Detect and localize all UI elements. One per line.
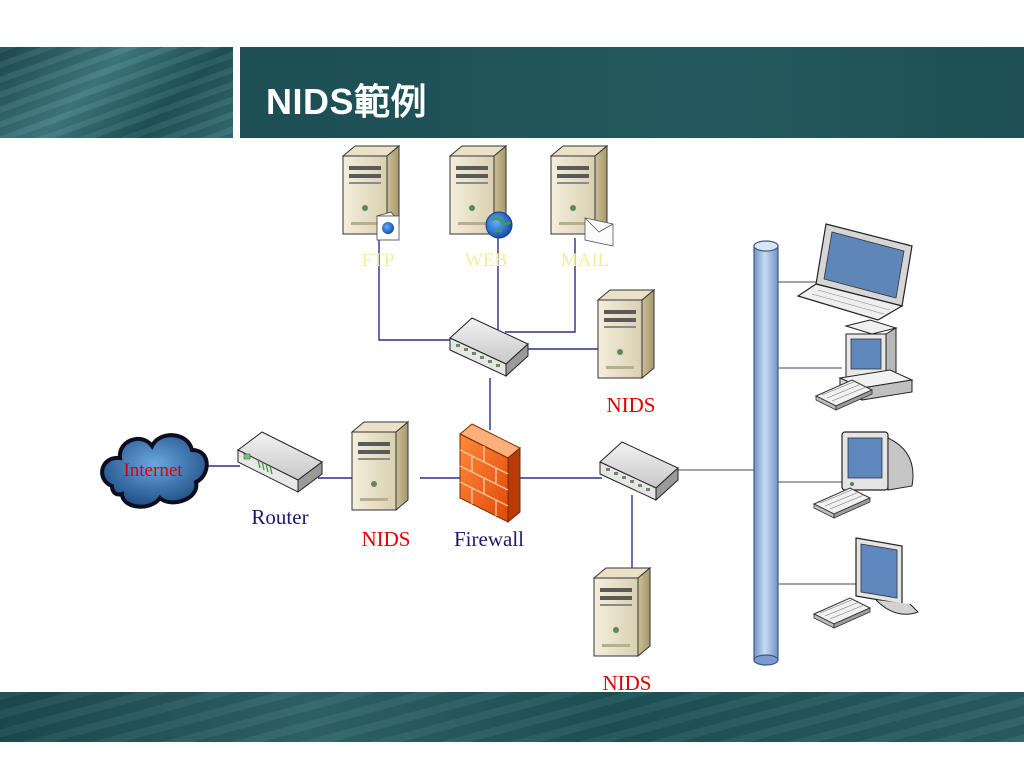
dmz-hub [449, 317, 529, 377]
footer-bar [0, 692, 1024, 742]
firewall-label: Firewall [454, 527, 524, 551]
ftp-label: FTP [362, 250, 395, 271]
envelope-icon [584, 217, 614, 247]
keyboard-3 [813, 597, 871, 629]
nids-internal-server [593, 567, 651, 657]
web-server [449, 145, 513, 239]
keyboard-2 [813, 487, 871, 519]
network-links [200, 236, 633, 570]
internet-cloud [100, 433, 209, 509]
router-label: Router [251, 505, 308, 529]
mail-label: MAIL [561, 250, 610, 271]
desktop-crt [841, 431, 914, 491]
globe-icon [485, 211, 513, 239]
slide-title: NIDS範例 [266, 81, 428, 122]
header-title-bar: NIDS範例 [240, 47, 1024, 138]
mail-server [550, 145, 614, 247]
document-icon [376, 211, 400, 241]
laptop [796, 223, 913, 321]
lan-links [675, 281, 856, 585]
lan-backbone [753, 240, 779, 666]
nids-dmz-label: NIDS [606, 393, 655, 417]
ftp-server [342, 145, 400, 241]
nids-edge-server [351, 421, 409, 511]
internet-label: Internet [123, 460, 183, 481]
web-label: WEB [465, 250, 507, 271]
router [237, 431, 323, 493]
internal-hub [599, 441, 679, 501]
nids-dmz-server [597, 289, 655, 379]
desktop-lcd [855, 537, 919, 615]
desktop-tower [838, 319, 914, 401]
firewall [459, 423, 521, 524]
nids-edge-label: NIDS [361, 527, 410, 551]
nids-internal-label: NIDS [602, 671, 651, 695]
header-photo-banner [0, 47, 233, 138]
